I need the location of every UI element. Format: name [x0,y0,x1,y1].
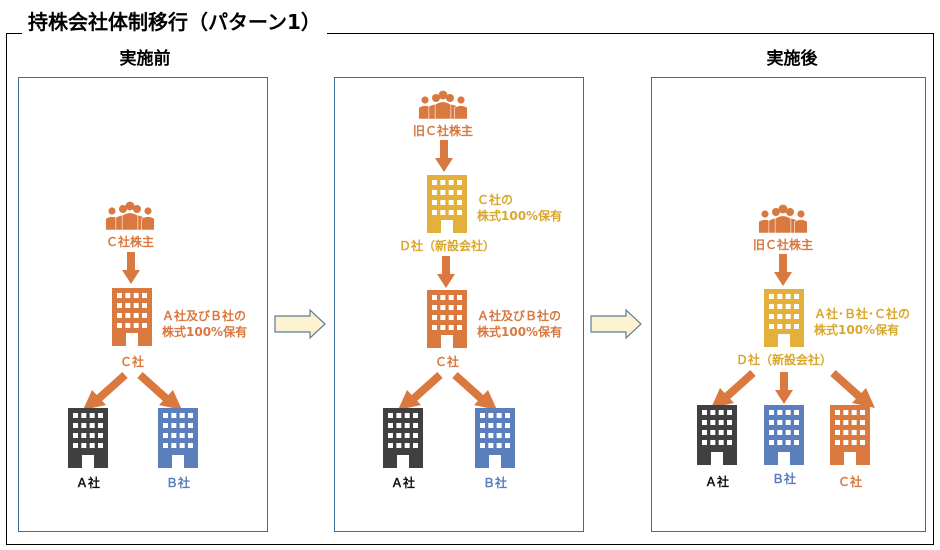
building-icon [158,408,198,468]
label-a-company: Ａ社 [75,476,100,490]
ownership-line-2: 株式100%保有 [477,325,563,339]
label-a-company: Ａ社 [390,476,415,490]
arrow-down-icon [774,254,792,286]
frame-left-line [6,33,7,545]
building-icon [427,290,467,348]
label-a-company: Ａ社 [704,475,729,489]
building-icon [830,405,870,465]
label-b-company: Ｂ社 [482,476,507,490]
building-icon [68,408,108,468]
arrow-down-icon [775,372,793,404]
label-c-shareholders: Ｃ社株主 [105,235,154,249]
label-d-ownership: Ａ社･Ｂ社･Ｃ社の 株式100%保有 [814,306,910,338]
arrow-diagonal-icon [137,372,182,410]
ownership-line-2: 株式100%保有 [814,323,900,337]
label-b-company: Ｂ社 [771,472,796,486]
shareholders-icon [418,90,468,120]
label-c-ownership: Ａ社及びＢ社の 株式100%保有 [162,308,247,340]
arrow-diagonal-icon [452,372,497,410]
ownership-line-2: 株式100%保有 [162,325,248,339]
column-heading-before: 実施前 [119,49,171,69]
step-arrow-icon [274,308,326,340]
ownership-line-1: Ａ社･Ｂ社･Ｃ社の [814,307,911,321]
arrow-diagonal-icon [711,370,756,408]
arrow-down-icon [122,252,140,284]
building-icon [383,408,423,468]
label-c-company: Ｃ社 [837,475,862,489]
arrow-down-icon [437,256,455,288]
label-d-ownership: Ｃ社の 株式100%保有 [477,192,562,224]
label-d-company: Ｄ社（新設会社） [735,353,832,367]
building-icon [427,175,467,233]
ownership-line-2: 株式100%保有 [477,209,563,223]
label-c-company: Ｃ社 [119,355,144,369]
arrow-down-icon [435,140,453,172]
building-icon [112,288,152,346]
label-former-c-shareholders: 旧Ｃ社株主 [412,124,473,138]
shareholders-icon [758,204,808,234]
label-d-company: Ｄ社（新設会社） [398,239,495,253]
arrow-diagonal-icon [398,372,443,410]
shareholders-icon [105,201,155,231]
label-c-ownership: Ａ社及びＢ社の 株式100%保有 [477,308,562,340]
ownership-line-1: Ａ社及びＢ社の [162,309,247,323]
step-arrow-icon [590,308,642,340]
frame-bottom-line [6,544,934,545]
label-former-c-shareholders: 旧Ｃ社株主 [752,238,813,252]
frame-right-line [933,33,934,545]
building-icon [764,289,804,347]
building-icon [475,408,515,468]
building-icon [697,405,737,465]
arrow-diagonal-icon [83,372,128,410]
page-title: 持株会社体制移行（パターン1） [22,6,327,35]
column-heading-after: 実施後 [766,49,818,69]
label-b-company: Ｂ社 [165,476,190,490]
label-c-company: Ｃ社 [434,355,459,369]
arrow-diagonal-icon [830,370,875,408]
frame-top-line [6,33,934,34]
building-icon [764,405,804,465]
ownership-line-1: Ｃ社の [477,193,514,207]
ownership-line-1: Ａ社及びＢ社の [477,309,562,323]
